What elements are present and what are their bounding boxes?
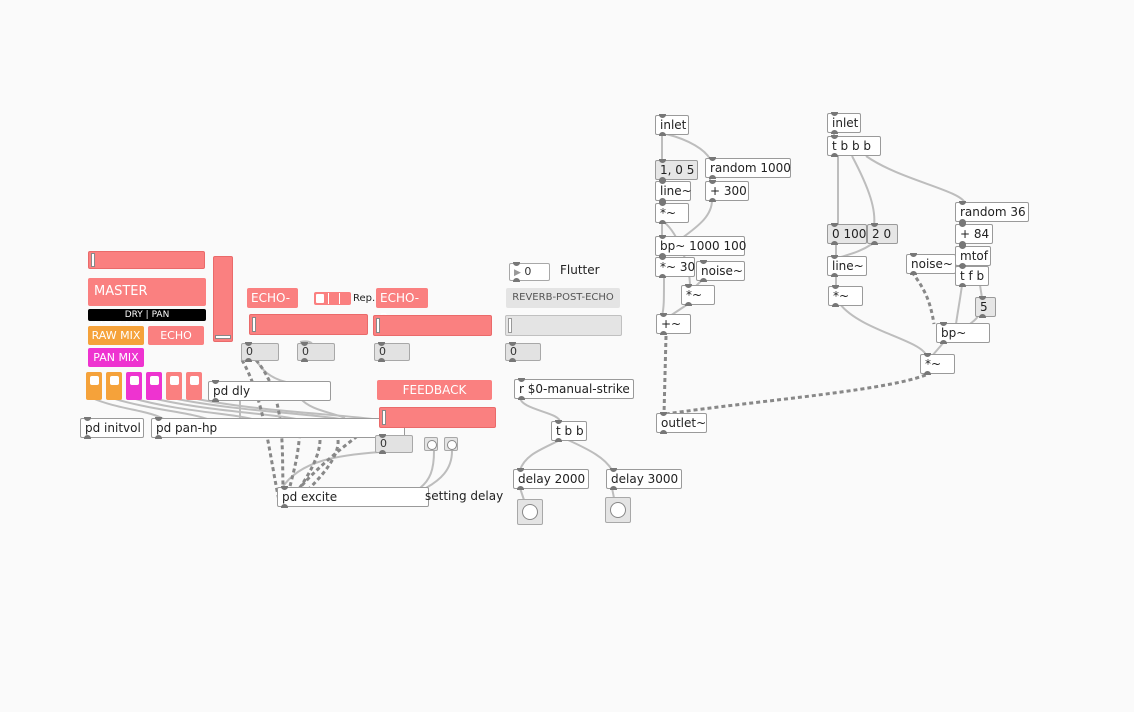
bang-small-2[interactable]	[444, 437, 458, 451]
msg-5[interactable]: 5	[975, 296, 996, 318]
dry-pan-bar: DRY | PAN	[88, 309, 206, 321]
bp-b[interactable]: bp~	[936, 322, 990, 344]
bp-1000-100[interactable]: bp~ 1000 100	[655, 235, 746, 257]
reverb-post-echo-label: REVERB-POST-ECHO	[506, 288, 620, 308]
r-manual-strike[interactable]: r $0-manual-strike	[514, 378, 634, 400]
toggle-5[interactable]	[166, 372, 182, 400]
flutter-number[interactable]: ▶ 0	[509, 262, 550, 282]
play-triangle-icon: ▶	[514, 268, 521, 278]
mul-30[interactable]: *~ 30	[655, 256, 695, 278]
toggle-1[interactable]	[86, 372, 102, 400]
bang-delay-3000[interactable]	[605, 497, 631, 523]
random-1000[interactable]: random 1000	[705, 157, 791, 179]
mul-a[interactable]: *~	[655, 202, 689, 224]
pd-dly[interactable]: pd dly	[208, 380, 331, 402]
msg-2-0[interactable]: 2 0	[867, 223, 898, 245]
toggle-6[interactable]	[186, 372, 202, 400]
rep-toggle-group[interactable]	[314, 292, 351, 305]
flutter-label: Flutter	[560, 263, 600, 277]
plus-a[interactable]: +~	[656, 313, 691, 335]
bang-small-1[interactable]	[424, 437, 438, 451]
delay-3000[interactable]: delay 3000	[606, 468, 682, 490]
echo-l-number-2[interactable]: 0	[297, 342, 335, 362]
feedback-label: FEEDBACK	[377, 380, 492, 400]
delay-2000[interactable]: delay 2000	[513, 468, 589, 490]
echo-l-label: ECHO-L	[247, 288, 298, 325]
msg-0-100[interactable]: 0 100	[827, 223, 867, 245]
bang-delay-2000[interactable]	[517, 499, 543, 525]
pan-label: PAN	[151, 310, 170, 320]
master-hslider[interactable]	[88, 251, 205, 269]
toggle-2[interactable]	[106, 372, 122, 400]
mul-a2[interactable]: *~	[681, 284, 715, 306]
feedback-number[interactable]: 0	[375, 434, 413, 454]
mul-b[interactable]: *~	[828, 285, 863, 307]
mul-b2[interactable]: *~	[920, 353, 955, 375]
mtof[interactable]: mtof	[955, 245, 991, 267]
toggle-3[interactable]	[126, 372, 142, 400]
pan-mix-button[interactable]: PAN MIX	[88, 348, 144, 367]
echo-l-number-1[interactable]: 0	[241, 342, 279, 362]
noise-b[interactable]: noise~	[906, 253, 956, 275]
random-36[interactable]: random 36	[955, 201, 1029, 223]
pd-initvol[interactable]: pd initvol	[80, 417, 144, 439]
feedback-hslider[interactable]	[379, 407, 496, 428]
echo-r-number[interactable]: 0	[374, 342, 410, 362]
inlet-a[interactable]: inlet	[655, 114, 689, 136]
plus-300[interactable]: + 300	[705, 180, 749, 202]
msg-1-0-5[interactable]: 1, 0 5	[655, 159, 698, 181]
echo-r-label: ECHO-R	[376, 288, 428, 325]
line-a[interactable]: line~	[655, 180, 692, 202]
t-b-b-middle[interactable]: t b b	[551, 420, 587, 442]
master-routing-label: MASTER ROUTING	[88, 278, 206, 327]
inlet-b[interactable]: inlet	[827, 112, 861, 134]
dry-label: DRY	[124, 310, 143, 320]
setting-delay-label: setting delay	[425, 489, 504, 503]
rep-label: Rep.	[353, 293, 376, 304]
master-vslider[interactable]	[213, 256, 233, 342]
flutter-value: 0	[524, 265, 532, 278]
pd-excite[interactable]: pd excite	[277, 486, 429, 508]
t-b-b-b[interactable]: t b b b	[827, 135, 881, 157]
pd-pan-hp[interactable]: pd pan-hp	[151, 417, 405, 439]
plus-84[interactable]: + 84	[955, 223, 993, 245]
reverb-hslider[interactable]	[505, 315, 622, 336]
echo-l-hslider[interactable]	[249, 314, 368, 335]
t-f-b[interactable]: t f b	[955, 265, 989, 287]
echo-r-hslider[interactable]	[373, 315, 492, 336]
toggle-4[interactable]	[146, 372, 162, 400]
raw-mix-button[interactable]: RAW MIX	[88, 326, 144, 345]
noise-a[interactable]: noise~	[696, 260, 745, 282]
line-b[interactable]: line~	[827, 255, 867, 277]
echo-button[interactable]: ECHO	[148, 326, 204, 345]
outlet[interactable]: outlet~	[656, 412, 707, 434]
reverb-number[interactable]: 0	[505, 342, 541, 362]
